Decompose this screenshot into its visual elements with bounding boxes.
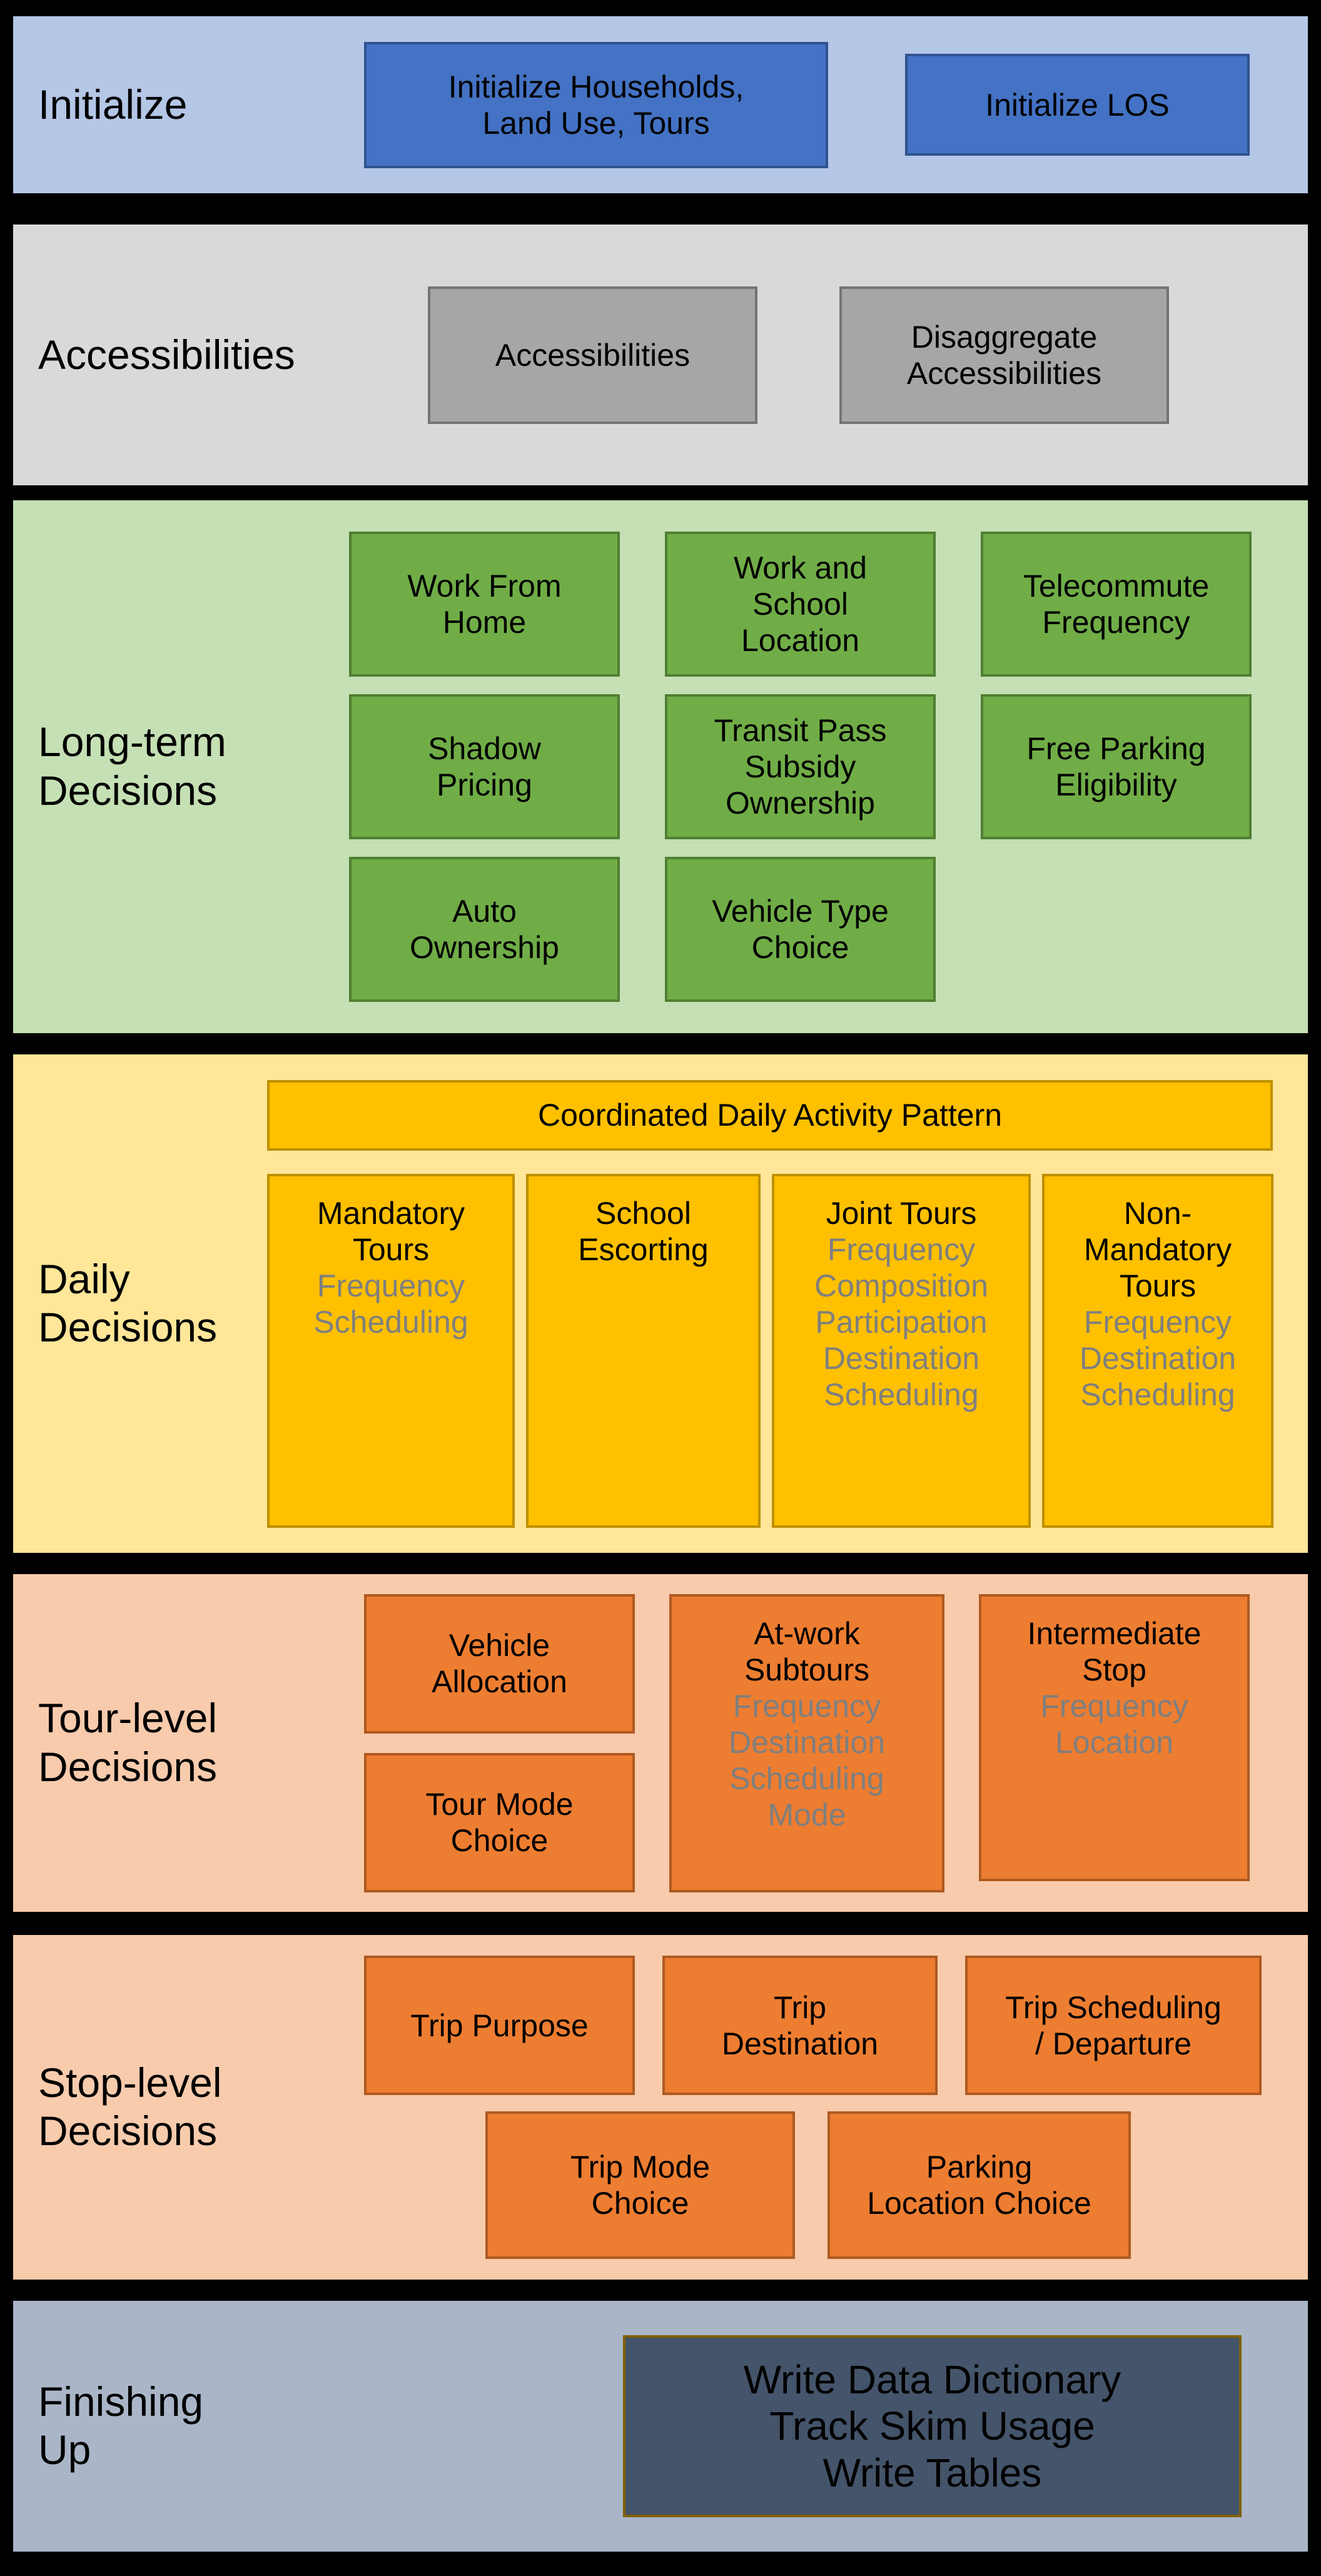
band-content: Trip Purpose Trip Destination Trip Sched…	[13, 1956, 1262, 2259]
box-auto-ownership: Auto Ownership	[349, 857, 620, 1002]
box-title: Intermediate Stop	[1027, 1615, 1202, 1687]
box-trip-destination: Trip Destination	[662, 1956, 938, 2095]
box-title: Mandatory Tours	[316, 1195, 465, 1267]
box-accessibilities: Accessibilities	[428, 286, 757, 424]
box-vehicle-allocation: Vehicle Allocation	[364, 1594, 635, 1734]
band-label: Long-term Decisions	[38, 719, 226, 814]
box-initialize-households: Initialize Households, Land Use, Tours	[364, 41, 828, 168]
box-vehicle-type-choice: Vehicle Type Choice	[665, 857, 936, 1002]
band-content: Write Data Dictionary Track Skim Usage W…	[623, 2335, 1242, 2517]
band-initialize: Initialize Initialize Households, Land U…	[13, 16, 1308, 193]
box-title: Trip Scheduling / Departure	[1005, 1989, 1222, 2061]
box-title: Work From Home	[407, 568, 562, 640]
box-shadow-pricing: Shadow Pricing	[349, 694, 620, 839]
box-title: Joint Tours	[826, 1195, 977, 1231]
box-mandatory-tours: Mandatory Tours Frequency Scheduling	[267, 1173, 515, 1528]
box-disaggregate-accessibilities: Disaggregate Accessibilities	[839, 286, 1169, 424]
box-at-work-subtours: At-work Subtours Frequency Destination S…	[669, 1594, 944, 1892]
box-work-from-home: Work From Home	[349, 532, 620, 677]
box-title: Initialize LOS	[985, 87, 1170, 123]
band-content: Coordinated Daily Activity Pattern Manda…	[267, 1079, 1273, 1528]
band-label: Daily Decisions	[38, 1255, 218, 1351]
tour-left-stack: Vehicle Allocation Tour Mode Choice	[364, 1594, 635, 1892]
box-tour-mode-choice: Tour Mode Choice	[364, 1752, 635, 1892]
box-title: Vehicle Type Choice	[712, 894, 889, 965]
box-non-mandatory-tours: Non- Mandatory Tours Frequency Destinati…	[1042, 1173, 1273, 1528]
box-sub-items: Frequency Destination Scheduling	[1079, 1304, 1237, 1412]
box-parking-location-choice: Parking Location Choice	[828, 2111, 1131, 2259]
daily-boxes-row: Mandatory Tours Frequency Scheduling Sch…	[267, 1173, 1273, 1528]
box-title: School Escorting	[578, 1195, 709, 1267]
band-label: Stop-level Decisions	[38, 2059, 222, 2154]
box-trip-purpose: Trip Purpose	[364, 1956, 635, 2095]
box-title: Telecommute Frequency	[1023, 568, 1210, 640]
box-title: Disaggregate Accessibilities	[906, 319, 1102, 391]
box-school-escorting: School Escorting	[526, 1173, 761, 1528]
box-free-parking-eligibility: Free Parking Eligibility	[981, 694, 1252, 839]
box-trip-scheduling: Trip Scheduling / Departure	[965, 1956, 1262, 2095]
box-title: Vehicle Allocation	[432, 1628, 567, 1699]
box-finishing-outputs: Write Data Dictionary Track Skim Usage W…	[623, 2335, 1242, 2517]
band-content: Initialize Households, Land Use, Tours I…	[364, 41, 1250, 168]
box-title: Write Data Dictionary Track Skim Usage W…	[743, 2357, 1121, 2495]
box-trip-mode-choice: Trip Mode Choice	[485, 2111, 795, 2259]
band-finishing-up: Finishing Up Write Data Dictionary Track…	[13, 2301, 1308, 2552]
band-tour-level-decisions: Tour-level Decisions Vehicle Allocation …	[13, 1574, 1308, 1912]
band-content: Work From Home Work and School Location …	[349, 532, 1252, 1002]
box-sub-items: Frequency Destination Scheduling Mode	[728, 1688, 886, 1832]
box-title: Coordinated Daily Activity Pattern	[537, 1098, 1003, 1133]
box-transit-pass-subsidy: Transit Pass Subsidy Ownership	[665, 694, 936, 839]
box-title: Work and School Location	[733, 550, 868, 658]
box-initialize-los: Initialize LOS	[905, 54, 1250, 156]
box-title: Trip Mode Choice	[570, 2149, 711, 2221]
box-intermediate-stop: Intermediate Stop Frequency Location	[979, 1594, 1250, 1881]
band-label: Finishing Up	[38, 2378, 204, 2473]
box-title: Transit Pass Subsidy Ownership	[714, 713, 887, 821]
box-telecommute-frequency: Telecommute Frequency	[981, 532, 1252, 677]
box-title: Shadow Pricing	[428, 731, 541, 802]
band-label: Tour-level Decisions	[38, 1695, 218, 1790]
box-title: Trip Destination	[721, 1989, 879, 2061]
box-sub-items: Frequency Location	[1040, 1688, 1188, 1760]
band-stop-level-decisions: Stop-level Decisions Trip Purpose Trip D…	[13, 1935, 1308, 2280]
box-title: Initialize Households, Land Use, Tours	[448, 69, 744, 141]
band-content: Vehicle Allocation Tour Mode Choice At-w…	[364, 1594, 1250, 1892]
stop-row-1: Trip Purpose Trip Destination Trip Sched…	[364, 1956, 1262, 2095]
band-label: Accessibilities	[38, 331, 295, 378]
box-title: Tour Mode Choice	[425, 1787, 574, 1858]
box-title: Auto Ownership	[410, 894, 559, 965]
box-work-school-location: Work and School Location	[665, 532, 936, 677]
band-label: Initialize	[38, 81, 188, 128]
box-sub-items: Frequency Scheduling	[313, 1268, 468, 1340]
box-title: Free Parking Eligibility	[1026, 731, 1206, 802]
box-title: Parking Location Choice	[867, 2149, 1091, 2221]
box-title: Trip Purpose	[410, 2008, 589, 2043]
band-content: Accessibilities Disaggregate Accessibili…	[428, 286, 1169, 424]
box-cdap: Coordinated Daily Activity Pattern	[267, 1079, 1273, 1151]
box-title: Non- Mandatory Tours	[1083, 1195, 1232, 1303]
box-title: At-work Subtours	[744, 1615, 870, 1687]
band-long-term-decisions: Long-term Decisions Work From Home Work …	[13, 500, 1308, 1033]
band-accessibilities: Accessibilities Accessibilities Disaggre…	[13, 225, 1308, 485]
box-sub-items: Frequency Composition Participation Dest…	[814, 1231, 988, 1412]
box-title: Accessibilities	[495, 337, 691, 373]
box-joint-tours: Joint Tours Frequency Composition Partic…	[772, 1173, 1031, 1528]
stop-row-2: Trip Mode Choice Parking Location Choice	[485, 2111, 1262, 2259]
band-daily-decisions: Daily Decisions Coordinated Daily Activi…	[13, 1054, 1308, 1553]
